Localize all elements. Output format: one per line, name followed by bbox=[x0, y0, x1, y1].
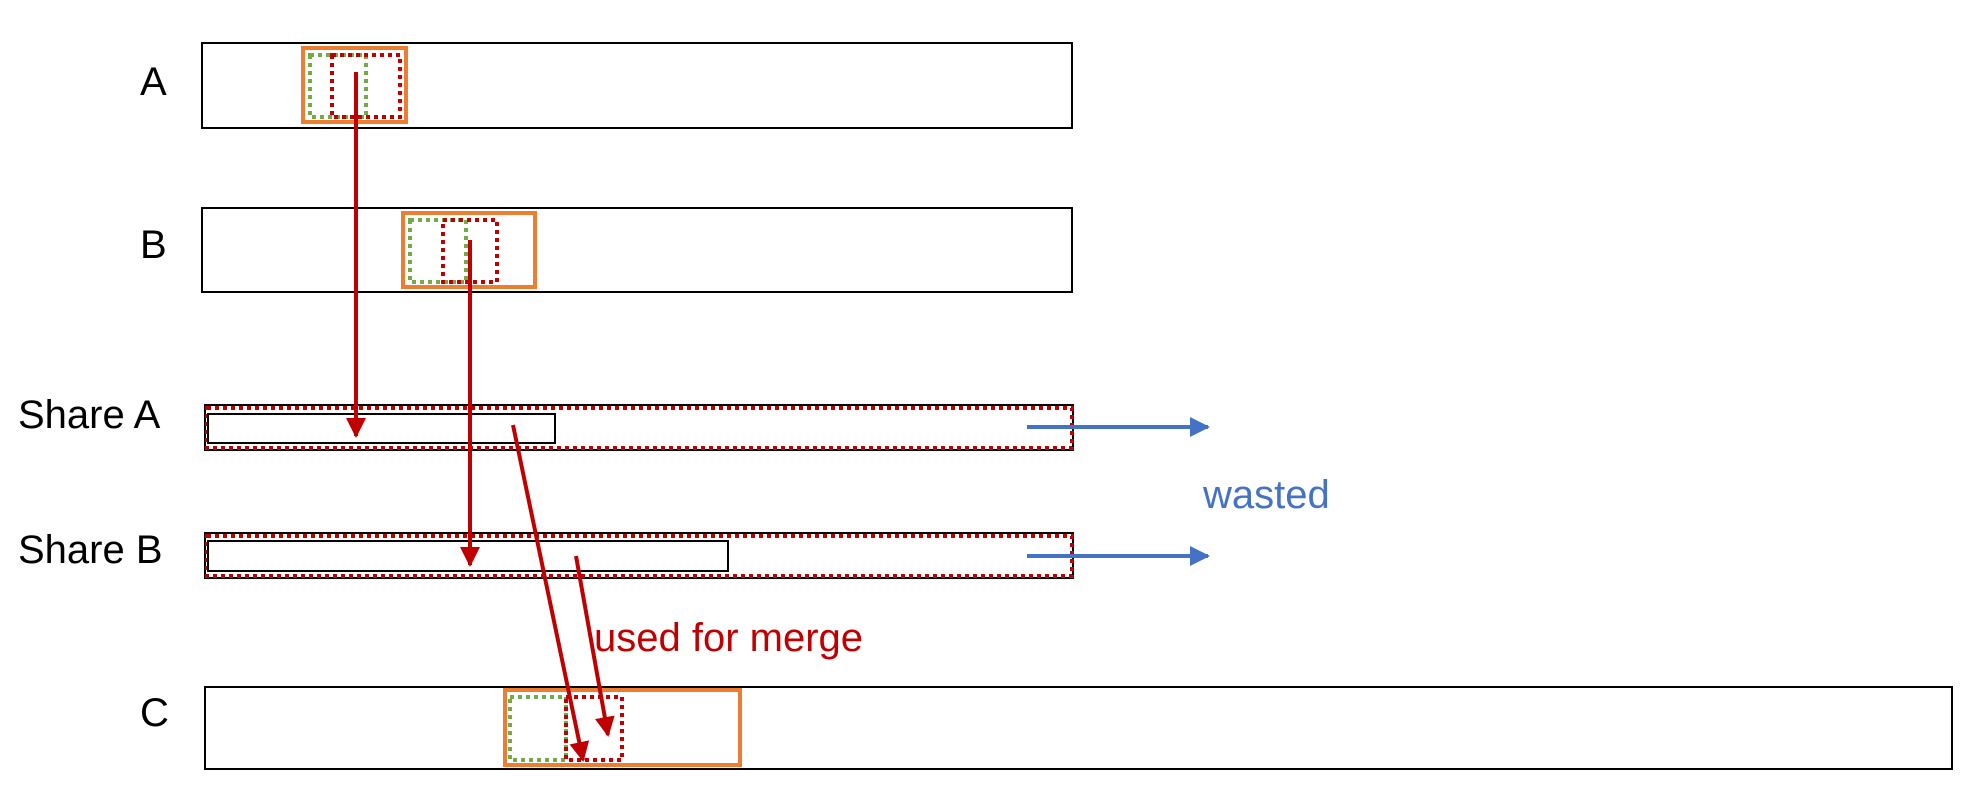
buffer-a bbox=[201, 42, 1073, 129]
window-c-orange bbox=[503, 688, 742, 767]
row-label-share-b: Share B bbox=[18, 528, 163, 572]
wasted-label: wasted bbox=[1202, 473, 1330, 517]
share-a-red-dotted bbox=[205, 406, 1074, 450]
window-a-red-dotted bbox=[330, 53, 402, 119]
window-c-green-dotted bbox=[508, 695, 568, 762]
row-label-b: B bbox=[140, 223, 167, 267]
buffer-c bbox=[204, 686, 1953, 770]
row-label-share-a: Share A bbox=[18, 393, 161, 437]
share-b-red-dotted bbox=[205, 534, 1074, 578]
used-for-merge-label: used for merge bbox=[594, 616, 863, 660]
share-a-used-region bbox=[207, 413, 556, 444]
row-label-a: A bbox=[140, 60, 167, 104]
row-label-c: C bbox=[140, 691, 169, 735]
window-c-red-dotted bbox=[564, 695, 624, 762]
buffer-b bbox=[201, 207, 1073, 293]
window-b-red-dotted bbox=[441, 218, 499, 284]
window-b-green-dotted bbox=[408, 218, 468, 284]
arrow-share-a-to-c bbox=[511, 424, 590, 762]
arrow-share-b-to-c bbox=[574, 555, 615, 737]
